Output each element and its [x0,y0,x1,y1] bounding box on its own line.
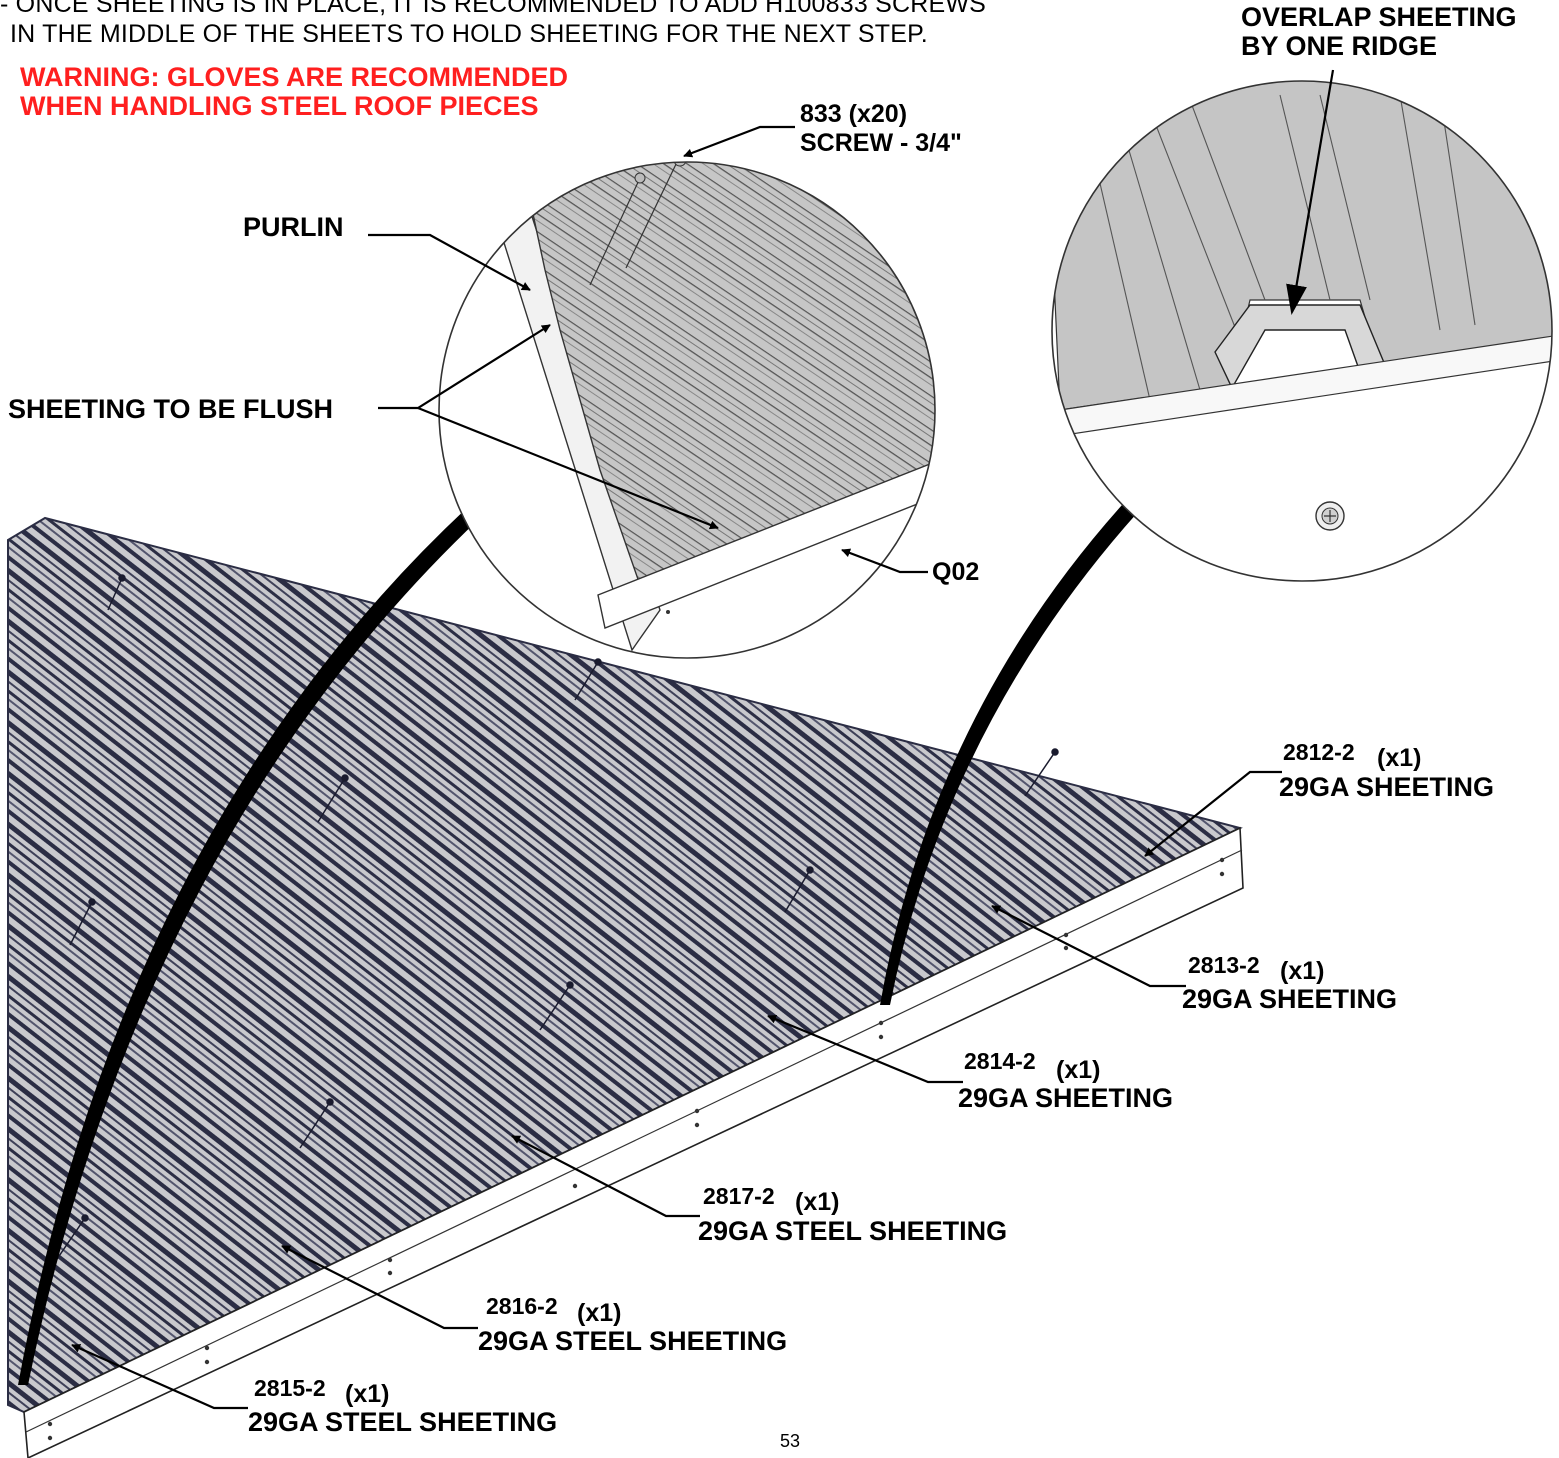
purlin-label: PURLIN [243,212,344,242]
leader-2813 [991,905,1186,988]
part-desc: 29GA STEEL SHEETING [478,1326,788,1356]
part-qty: (x1) [1280,957,1325,985]
fascia-edge [25,849,1243,1433]
part-desc: 29GA SHEETING [958,1083,1174,1113]
leader-2812 [1144,770,1282,857]
leader-flush-b [417,406,719,530]
leader-2814 [767,1014,963,1084]
overlap-label-line-1: OVERLAP SHEETING [1241,2,1517,32]
fascia-board [23,826,1244,1458]
part-number: 2815-2 [254,1375,326,1401]
part-number: 2812-2 [1283,739,1355,765]
instruction-line-2: IN THE MIDDLE OF THE SHEETS TO HOLD SHEE… [10,20,928,48]
part-desc: 29GA SHEETING [1182,984,1398,1014]
part-number: 2816-2 [486,1293,558,1319]
part-qty: (x1) [795,1188,840,1216]
main-roof-view [7,516,1244,1458]
leader-screw [683,125,795,158]
part-desc: 29GA STEEL SHEETING [248,1407,558,1437]
part-qty: (x1) [1377,744,1422,772]
leader-2815 [71,1343,248,1410]
page-number: 53 [780,1431,801,1451]
leader-lines [71,69,1335,1410]
q02-label: Q02 [932,558,980,586]
screw-markers [54,574,1059,1263]
part-number: 2813-2 [1188,952,1260,978]
warning-line-2: WHEN HANDLING STEEL ROOF PIECES [20,91,539,121]
part-desc: 29GA STEEL SHEETING [698,1216,1008,1246]
instruction-line-1: - ONCE SHEETING IS IN PLACE, IT IS RECOM… [0,0,987,18]
part-desc: 29GA SHEETING [1279,772,1495,802]
part-number: 2814-2 [964,1048,1036,1074]
leader-overlap [1286,69,1335,315]
part-qty: (x1) [577,1299,622,1327]
detail-circle-purlin [438,161,936,659]
screw-callout-qty: 833 (x20) [800,100,908,128]
leader-2817 [511,1135,700,1218]
part-number: 2817-2 [703,1183,775,1209]
overlap-label-line-2: BY ONE RIDGE [1241,31,1438,61]
flush-label: SHEETING TO BE FLUSH [8,394,334,424]
warning-line-1: WARNING: GLOVES ARE RECOMMENDED [20,62,569,92]
leader-2816 [281,1245,478,1330]
leader-purlin [368,233,531,291]
leader-q02 [841,548,928,574]
fascia-holes [47,857,1225,1441]
part-qty: (x1) [1056,1056,1101,1084]
part-qty: (x1) [345,1380,390,1408]
screw-callout-desc: SCREW - 3/4" [800,129,962,157]
fascia-detail [597,458,935,629]
